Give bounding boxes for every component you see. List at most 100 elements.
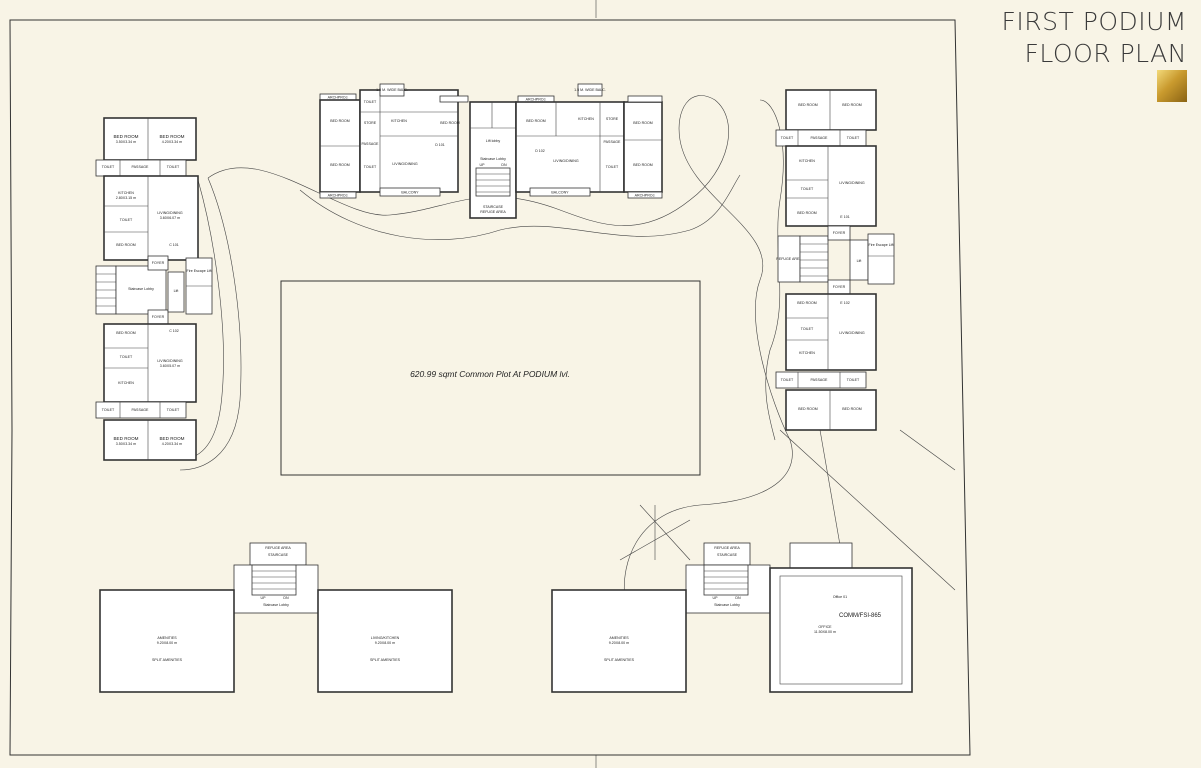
svg-text:BED ROOM: BED ROOM xyxy=(633,163,653,167)
left-wing-c: BED ROOM 3.50X3.34 m BED ROOM 4.20X3.34 … xyxy=(95,117,213,461)
svg-text:STAIRCASE: STAIRCASE xyxy=(483,205,504,209)
svg-text:BED ROOM: BED ROOM xyxy=(116,331,136,335)
svg-text:TOILET: TOILET xyxy=(364,165,377,169)
svg-text:OFFICE: OFFICE xyxy=(818,625,832,629)
svg-text:Fire Escape Lift: Fire Escape Lift xyxy=(869,243,894,247)
svg-text:Lift: Lift xyxy=(857,259,862,263)
svg-text:11.50X8.00 m: 11.50X8.00 m xyxy=(814,630,836,634)
svg-text:BED ROOM: BED ROOM xyxy=(526,119,546,123)
svg-text:2.80X3.15 m: 2.80X3.15 m xyxy=(116,196,136,200)
common-plot-label: 620.99 sqmt Common Plot At PODIUM lvl. xyxy=(410,369,570,379)
svg-text:PASSAGE: PASSAGE xyxy=(604,140,622,144)
svg-text:Staircase Lobby: Staircase Lobby xyxy=(480,157,506,161)
svg-text:9.20X8.00 m: 9.20X8.00 m xyxy=(609,641,629,645)
svg-text:LIVING/DINING: LIVING/DINING xyxy=(157,359,183,363)
svg-text:TOILET: TOILET xyxy=(847,136,860,140)
svg-text:FOYER: FOYER xyxy=(152,261,165,265)
svg-text:Office 01: Office 01 xyxy=(833,595,847,599)
svg-text:TOILET: TOILET xyxy=(606,165,619,169)
svg-text:DN: DN xyxy=(283,596,289,600)
svg-text:9.20X8.00 m: 9.20X8.00 m xyxy=(157,641,177,645)
svg-text:1.5 M. WIDE BALC.: 1.5 M. WIDE BALC. xyxy=(376,88,408,92)
svg-text:BED ROOM: BED ROOM xyxy=(330,119,350,123)
bed-room-label: BED ROOM xyxy=(113,134,138,139)
landscape-path-2 xyxy=(179,177,242,471)
svg-text:SPLIT AMENITIES: SPLIT AMENITIES xyxy=(370,658,401,662)
svg-text:ARCHPROJ.: ARCHPROJ. xyxy=(526,98,547,102)
svg-text:Fire Escape Lift: Fire Escape Lift xyxy=(187,269,212,273)
svg-text:KITCHEN: KITCHEN xyxy=(799,159,815,163)
svg-text:Staircase Lobby: Staircase Lobby xyxy=(714,603,740,607)
svg-text:PASSAGE: PASSAGE xyxy=(362,142,380,146)
svg-text:PASSAGE: PASSAGE xyxy=(811,136,829,140)
svg-text:TOILET: TOILET xyxy=(364,100,377,104)
svg-text:BED ROOM: BED ROOM xyxy=(113,436,138,441)
svg-text:BALCONY: BALCONY xyxy=(551,191,569,195)
svg-text:DN: DN xyxy=(735,596,741,600)
common-plot-area xyxy=(280,280,701,476)
svg-text:BED ROOM: BED ROOM xyxy=(116,243,136,247)
svg-text:UP: UP xyxy=(480,163,486,167)
bottom-right-block: REFUGE AREA STAIRCASE UP DN Staircase Lo… xyxy=(551,542,913,693)
svg-text:KITCHEN: KITCHEN xyxy=(391,119,407,123)
svg-text:TOILET: TOILET xyxy=(167,408,180,412)
svg-text:TOILET: TOILET xyxy=(781,136,794,140)
svg-text:TOILET: TOILET xyxy=(102,408,115,412)
svg-text:TOILET: TOILET xyxy=(801,327,814,331)
svg-text:AMENITIES: AMENITIES xyxy=(609,636,629,640)
svg-text:3.60X5.07 m: 3.60X5.07 m xyxy=(160,364,180,368)
svg-text:4.20X3.34 m: 4.20X3.34 m xyxy=(162,442,182,446)
svg-text:BALCONY: BALCONY xyxy=(401,191,419,195)
svg-text:LIVING/DINING: LIVING/DINING xyxy=(157,211,183,215)
svg-text:BED ROOM: BED ROOM xyxy=(330,163,350,167)
plan-title: FIRST PODIUM FLOOR PLAN xyxy=(1002,6,1187,70)
svg-text:ARCHPROJ.: ARCHPROJ. xyxy=(328,194,349,198)
svg-text:TOILET: TOILET xyxy=(781,378,794,382)
svg-text:STAIRCASE: STAIRCASE xyxy=(268,553,289,557)
svg-text:TOILET: TOILET xyxy=(102,165,115,169)
svg-text:PASSAGE: PASSAGE xyxy=(132,165,150,169)
landscape-line-5 xyxy=(819,429,841,546)
site-boundary xyxy=(9,19,971,756)
svg-text:UP: UP xyxy=(713,596,719,600)
svg-text:TOILET: TOILET xyxy=(847,378,860,382)
landscape-line-1 xyxy=(639,504,691,561)
svg-text:3.50X3.34 m: 3.50X3.34 m xyxy=(116,442,136,446)
svg-text:D 102: D 102 xyxy=(535,149,545,153)
landscape-line-4 xyxy=(779,429,956,591)
svg-text:REFUGE AREA: REFUGE AREA xyxy=(776,257,802,261)
svg-text:LIVING/DINING: LIVING/DINING xyxy=(392,162,418,166)
svg-text:Lift: Lift xyxy=(174,289,179,293)
svg-text:TOILET: TOILET xyxy=(120,355,133,359)
svg-text:4.20X3.34 m: 4.20X3.34 m xyxy=(162,140,182,144)
svg-text:KITCHEN: KITCHEN xyxy=(118,191,134,195)
svg-text:E 101: E 101 xyxy=(840,215,849,219)
svg-text:LIVING/DINING: LIVING/DINING xyxy=(839,181,865,185)
svg-text:KITCHEN: KITCHEN xyxy=(118,381,134,385)
svg-text:3.50X3.34 m: 3.50X3.34 m xyxy=(116,140,136,144)
svg-text:FOYER: FOYER xyxy=(833,231,846,235)
svg-text:3.60X6.07 m: 3.60X6.07 m xyxy=(160,216,180,220)
plan-title-line2: FLOOR PLAN xyxy=(1024,39,1187,68)
svg-text:REFUGE AREA: REFUGE AREA xyxy=(480,210,506,214)
svg-text:BED ROOM: BED ROOM xyxy=(797,211,817,215)
svg-text:ARCHPROJ.: ARCHPROJ. xyxy=(635,194,656,198)
svg-text:ARCHPROJ.: ARCHPROJ. xyxy=(328,96,349,100)
svg-text:PASSAGE: PASSAGE xyxy=(132,408,150,412)
svg-text:REFUGE AREA: REFUGE AREA xyxy=(714,546,740,550)
svg-text:Staircase Lobby: Staircase Lobby xyxy=(128,287,154,291)
svg-text:UP: UP xyxy=(261,596,267,600)
svg-text:TOILET: TOILET xyxy=(801,187,814,191)
svg-text:SPLIT AMENITIES: SPLIT AMENITIES xyxy=(604,658,635,662)
svg-text:KITCHEN: KITCHEN xyxy=(578,117,594,121)
svg-text:LIVING/DINING: LIVING/DINING xyxy=(839,331,865,335)
landscape-line-3 xyxy=(619,519,691,561)
svg-text:STORE: STORE xyxy=(364,121,377,125)
svg-text:FOYER: FOYER xyxy=(152,315,165,319)
svg-text:1.5 M. WIDE BALC.: 1.5 M. WIDE BALC. xyxy=(574,88,606,92)
landscape-path-4 xyxy=(299,174,741,240)
gold-swatch xyxy=(1157,70,1187,102)
svg-text:LIVING/KITCHEN: LIVING/KITCHEN xyxy=(371,636,400,640)
plan-title-line1: FIRST PODIUM xyxy=(1001,7,1187,36)
